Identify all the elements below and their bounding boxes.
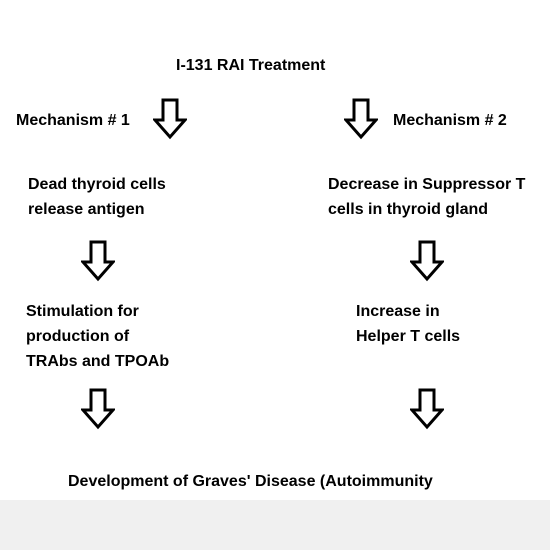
mechanism-1-label: Mechanism # 1 bbox=[16, 112, 130, 129]
mechanism-2-step-2: Increase in Helper T cells bbox=[356, 299, 460, 349]
step-text-line: TRAbs and TPOAb bbox=[26, 353, 170, 370]
step-text-line: Helper T cells bbox=[356, 328, 461, 345]
diagram-title: I-131 RAI Treatment bbox=[176, 57, 326, 74]
step-text-line: production of bbox=[26, 328, 130, 345]
step-text-line: Stimulation for bbox=[26, 303, 139, 320]
down-arrow-icon bbox=[344, 98, 378, 140]
step-text-line: cells in thyroid gland bbox=[328, 201, 489, 218]
mechanism-2-step-1: Decrease in Suppressor T cells in thyroi… bbox=[328, 172, 525, 222]
down-arrow-icon bbox=[81, 388, 115, 430]
footer-strip bbox=[0, 500, 550, 550]
mechanism-1-step-2: Stimulation for production of TRAbs and … bbox=[26, 299, 169, 374]
step-text-line: Decrease in Suppressor T bbox=[328, 176, 526, 193]
outcome-text: Development of Graves' Disease (Autoimmu… bbox=[68, 473, 433, 490]
step-text-line: release antigen bbox=[28, 201, 145, 218]
step-text-line: Increase in bbox=[356, 303, 440, 320]
down-arrow-icon bbox=[410, 240, 444, 282]
step-text-line: Dead thyroid cells bbox=[28, 176, 166, 193]
mechanism-1-step-1: Dead thyroid cells release antigen bbox=[28, 172, 166, 222]
down-arrow-icon bbox=[153, 98, 187, 140]
down-arrow-icon bbox=[81, 240, 115, 282]
down-arrow-icon bbox=[410, 388, 444, 430]
mechanism-2-label: Mechanism # 2 bbox=[393, 112, 507, 129]
